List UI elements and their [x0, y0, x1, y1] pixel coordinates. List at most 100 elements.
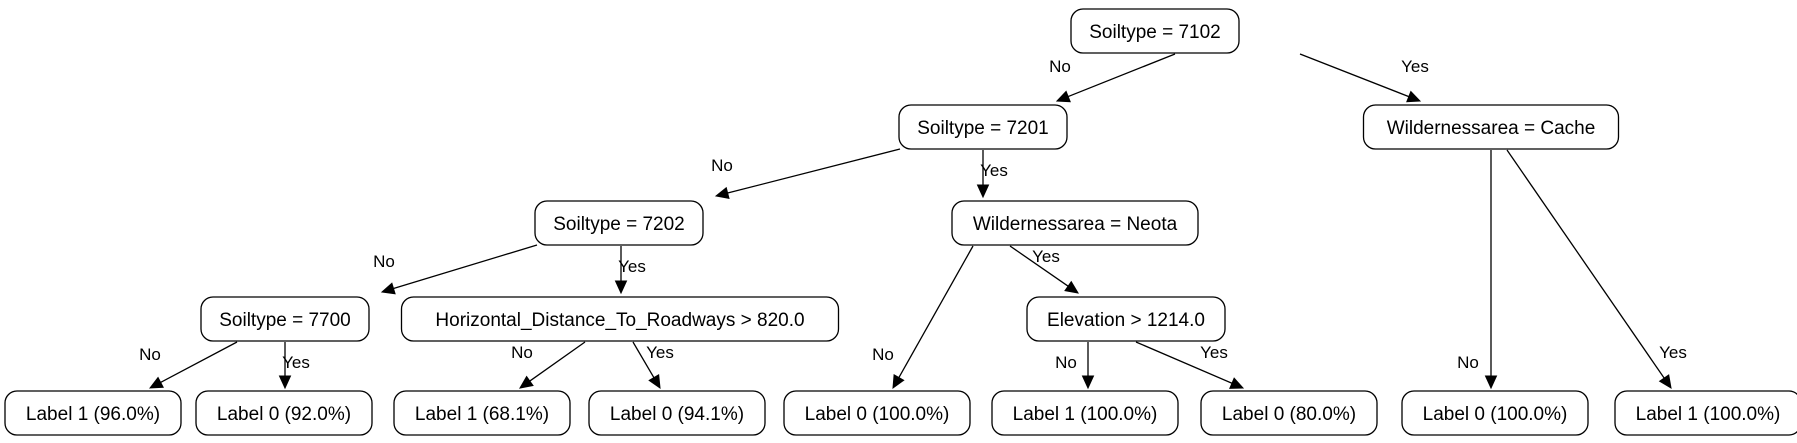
- node-label: Label 1 (96.0%): [26, 404, 160, 425]
- tree-edge: No: [1049, 53, 1176, 103]
- decision-node: Wildernessarea = Cache: [1362, 104, 1620, 150]
- arrowhead-icon: [148, 376, 164, 389]
- edge-label: No: [139, 345, 161, 364]
- tree-edge: Yes: [614, 246, 646, 295]
- node-label: Horizontal_Distance_To_Roadways > 820.0: [435, 310, 804, 331]
- arrowhead-icon: [1658, 374, 1672, 389]
- decision-node: Soiltype = 7102: [1070, 8, 1240, 54]
- node-box: [200, 296, 370, 342]
- node-box: [898, 104, 1068, 150]
- decision-node: Horizontal_Distance_To_Roadways > 820.0: [400, 296, 840, 342]
- node-box: [1070, 8, 1240, 54]
- edge-label: Yes: [980, 161, 1008, 180]
- tree-edge: No: [373, 244, 538, 295]
- tree-edge: No: [511, 341, 586, 389]
- edge-line: [1135, 341, 1233, 384]
- arrowhead-icon: [714, 186, 730, 199]
- arrowhead-icon: [614, 280, 628, 295]
- edge-line: [393, 244, 538, 290]
- arrowhead-icon: [1484, 375, 1498, 390]
- node-box: [393, 390, 571, 436]
- leaf-node: Label 0 (100.0%): [1401, 390, 1589, 436]
- node-label: Wildernessarea = Cache: [1387, 118, 1596, 139]
- node-label: Soiltype = 7700: [219, 310, 351, 331]
- node-label: Label 0 (92.0%): [217, 404, 351, 425]
- node-box: [534, 200, 704, 246]
- node-label: Label 0 (94.1%): [610, 404, 744, 425]
- edge-line: [727, 148, 901, 194]
- arrowhead-icon: [1081, 375, 1095, 390]
- node-label: Label 0 (100.0%): [805, 404, 950, 425]
- node-label: Label 1 (100.0%): [1636, 404, 1781, 425]
- node-box: [783, 390, 971, 436]
- tree-edge: No: [711, 148, 901, 199]
- node-box: [1401, 390, 1589, 436]
- node-box: [951, 200, 1199, 246]
- arrowhead-icon: [1229, 377, 1245, 389]
- edge-label: Yes: [1032, 247, 1060, 266]
- arrowhead-icon: [278, 375, 292, 390]
- edge-line: [1506, 149, 1665, 379]
- tree-edge: Yes: [976, 150, 1008, 199]
- decision-node: Soiltype = 7700: [200, 296, 370, 342]
- edge-label: Yes: [282, 353, 310, 372]
- decision-node: Wildernessarea = Neota: [951, 200, 1199, 246]
- node-box: [1026, 296, 1226, 342]
- node-box: [1362, 104, 1620, 150]
- tree-edge: No: [139, 341, 238, 389]
- leaf-node: Label 1 (96.0%): [4, 390, 182, 436]
- edge-line: [632, 341, 655, 378]
- edge-label: No: [711, 156, 733, 175]
- edge-label: No: [1049, 57, 1071, 76]
- tree-edge: Yes: [1506, 149, 1687, 389]
- tree-edge: No: [1457, 150, 1498, 390]
- decision-node: Soiltype = 7202: [534, 200, 704, 246]
- node-box: [195, 390, 373, 436]
- arrowhead-icon: [519, 375, 534, 389]
- node-label: Elevation > 1214.0: [1047, 310, 1205, 331]
- decision-node: Soiltype = 7201: [898, 104, 1068, 150]
- arrowhead-icon: [1064, 280, 1079, 294]
- node-label: Soiltype = 7202: [553, 214, 685, 235]
- node-box: [400, 296, 840, 342]
- node-label: Soiltype = 7201: [917, 118, 1049, 139]
- node-label: Label 0 (100.0%): [1423, 404, 1568, 425]
- leaf-node: Label 0 (94.1%): [588, 390, 766, 436]
- edge-label: No: [872, 345, 894, 364]
- tree-edge: Yes: [1299, 53, 1429, 103]
- edge-label: No: [1055, 353, 1077, 372]
- edge-line: [160, 341, 238, 383]
- node-label: Label 1 (100.0%): [1013, 404, 1158, 425]
- edge-label: Yes: [618, 257, 646, 276]
- edge-label: Yes: [646, 343, 674, 362]
- leaf-node: Label 0 (100.0%): [783, 390, 971, 436]
- node-box: [1614, 390, 1797, 436]
- edge-line: [1299, 53, 1410, 98]
- node-box: [4, 390, 182, 436]
- tree-edge: Yes: [1009, 245, 1079, 294]
- arrowhead-icon: [648, 374, 661, 390]
- edge-label: Yes: [1659, 343, 1687, 362]
- node-label: Soiltype = 7102: [1089, 22, 1221, 43]
- node-label: Label 1 (68.1%): [415, 404, 549, 425]
- tree-edge: No: [872, 245, 974, 390]
- node-box: [1200, 390, 1378, 436]
- edge-line: [1009, 245, 1069, 287]
- arrowhead-icon: [892, 374, 905, 390]
- node-box: [588, 390, 766, 436]
- leaf-node: Label 0 (80.0%): [1200, 390, 1378, 436]
- edge-label: No: [373, 252, 395, 271]
- node-label: Label 0 (80.0%): [1222, 404, 1356, 425]
- arrowhead-icon: [1406, 90, 1422, 103]
- edge-label: No: [1457, 353, 1479, 372]
- leaf-node: Label 1 (100.0%): [1614, 390, 1797, 436]
- tree-edge: Yes: [632, 341, 674, 390]
- edge-line: [529, 341, 586, 382]
- tree-edge: No: [1055, 342, 1095, 390]
- tree-edge: Yes: [278, 342, 310, 390]
- leaf-node: Label 1 (100.0%): [991, 390, 1179, 436]
- edge-label: No: [511, 343, 533, 362]
